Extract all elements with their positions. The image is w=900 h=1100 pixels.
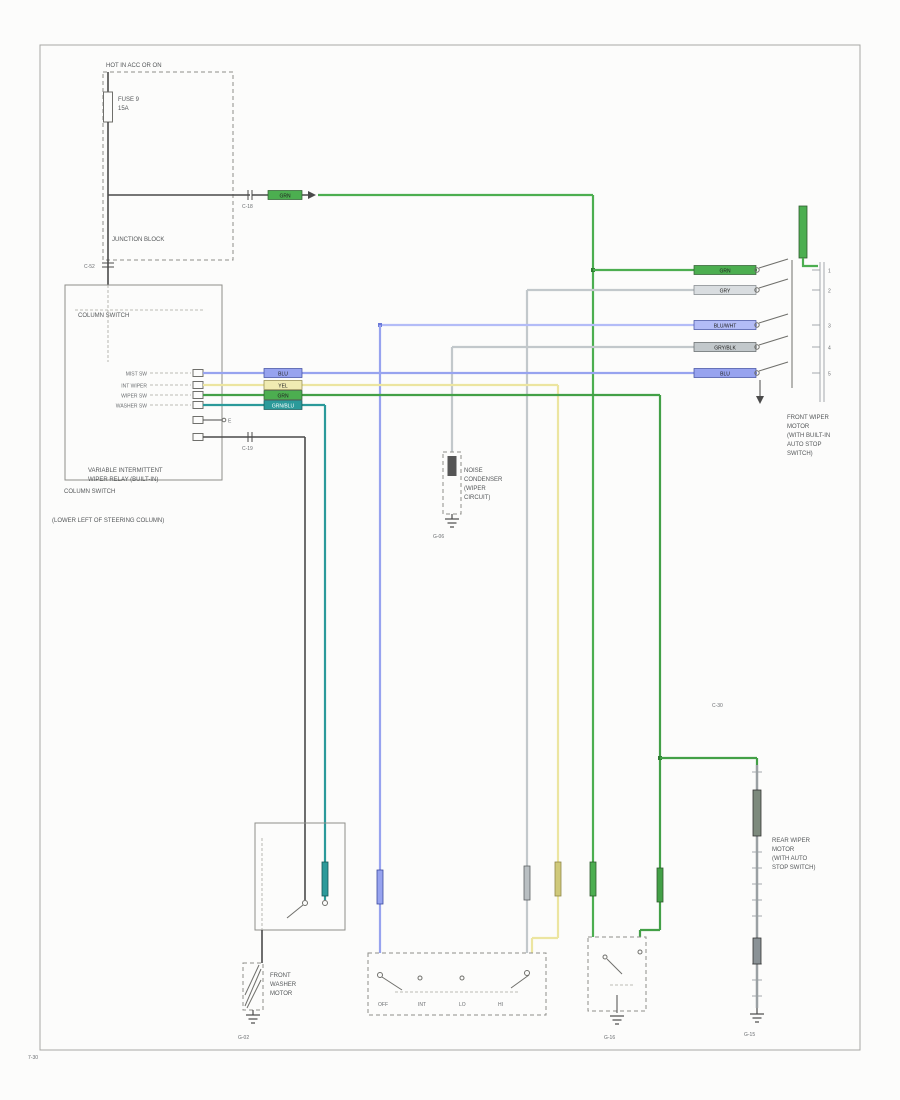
ground-symbol-g15 [750,1008,764,1023]
rear-motor-caption-2: MOTOR [772,847,795,853]
wire-color-label: BLU [278,372,288,378]
fuse-symbol [103,91,113,123]
pin-number: 1 [828,269,831,275]
pin-label-washer: WASHER SW [116,404,147,410]
ground-symbol-g16 [610,1015,624,1025]
pin-label-wiper: WIPER SW [121,394,147,400]
intermittent-relay-box: G-16 [587,936,647,1041]
column-switch-caption-4: (LOWER LEFT OF STEERING COLUMN) [52,518,164,524]
pin-number: 4 [828,346,831,352]
rear-motor-caption-3: (WITH AUTO [772,856,808,862]
wire-color-block-grn-feed [267,190,303,200]
rear-wiper-motor: C-30 REAR WIPER MOTOR (WITH AUTO STOP SW… [712,703,815,1038]
column-switch-title: COLUMN SWITCH [78,313,129,319]
condenser-element [447,456,457,476]
page-number-label: 7-30 [28,1055,38,1061]
motor-caption-1: FRONT WIPER [787,415,830,421]
condenser-caption-4: CIRCUIT) [464,495,490,501]
dark-green-branch [660,756,759,765]
dark-green-pin-wire [203,393,662,937]
junction-connector-label: C-52 [84,264,95,270]
motor-caption-4: AUTO STOP [787,442,821,448]
motor-caption-2: MOTOR [787,424,810,430]
condenser-caption-2: CONDENSER [464,477,503,483]
motor-connector-block [752,937,762,965]
switch-arrow-icon [756,396,764,404]
fuse-rating-label: 15A [118,106,129,112]
ground-label-g16: G-16 [604,1035,615,1041]
washer-motor-caption-1: FRONT [270,973,291,979]
inline-connector-blocks [321,861,664,905]
washer-motor-caption-3: MOTOR [270,991,293,997]
wiper-switch-panel: OFF INT LO HI [367,952,547,1016]
wire-color-label: GRN [279,194,291,200]
switch-pos-hi: HI [498,1002,503,1008]
wire-color-label: YEL [278,384,288,390]
harness-wires: C-19 [203,195,759,953]
switch-pos-int: INT [418,1002,426,1008]
front-wiper-motor: 1 2 3 4 5 FRONT WIPER MOTOR (WITH BUILT-… [754,205,831,457]
black-ground-wire [203,436,306,900]
washer-motor-assembly: FRONT WASHER MOTOR G-02 [238,822,346,1041]
motor-connector-block [752,789,762,837]
fuse-label: FUSE 9 [118,97,140,103]
splice-connector-label: C-18 [242,204,253,210]
switch-pos-lo: LO [459,1002,466,1008]
wire-color-label: BLU [720,372,730,378]
rear-motor-caption-4: STOP SWITCH) [772,865,815,871]
wire-color-label: GRN [719,269,731,275]
rear-motor-caption-1: REAR WIPER [772,838,811,844]
gnd-connector-label: C-19 [242,446,253,452]
pin-number: 3 [828,324,831,330]
junction-block-label: JUNCTION BLOCK [112,237,164,243]
yellow-pin-wire [203,383,560,953]
column-switch-caption-1: VARIABLE INTERMITTENT [88,468,163,474]
green-bar-link [801,258,818,268]
wire-color-label: GRY/BLK [714,346,736,352]
diagram-frame [39,44,861,1051]
switch-pos-off: OFF [378,1002,388,1008]
pin-label-int: INT WIPER [121,384,147,390]
washer-motor-caption-2: WASHER [270,982,297,988]
ground-symbol-g02 [246,1010,260,1024]
condenser-wire [450,345,757,452]
pin-number: 5 [828,372,831,378]
pin-e-label: E [228,419,232,425]
pin-number: 2 [828,289,831,295]
motor-caption-3: (WITH BUILT-IN [787,433,830,439]
wire-color-label: GRY [720,289,731,295]
junction-block: HOT IN ACC OR ON FUSE 9 15A JUNCTION BLO… [84,63,234,285]
wire-color-blocks-right: GRN GRY BLU/WHT GRY/BLK BLU [693,265,757,378]
column-switch-caption-3: COLUMN SWITCH [64,489,115,495]
condenser-caption-1: NOISE [464,468,483,474]
motor-connector-label: C-30 [712,703,723,709]
ground-label-g06: G-06 [433,534,444,540]
splice-arrow-icon [308,191,316,199]
wire-color-label: BLU/WHT [714,324,737,330]
wire-color-blocks-left: BLU YEL GRN GRN/BLU [263,368,303,410]
green-wire-segment [798,205,808,259]
motor-caption-5: SWITCH) [787,451,813,457]
wire-color-label: GRN/BLU [272,404,295,410]
wire-color-label: GRN [277,394,289,400]
teal-pin-wire [203,403,327,900]
hot-feed-label: HOT IN ACC OR ON [106,63,162,69]
pin-label-mist: MIST SW [126,372,148,378]
ground-label-g02: G-02 [238,1035,249,1041]
noise-condenser: NOISE CONDENSER (WIPER CIRCUIT) G-06 [433,451,503,540]
main-feed-wire: C-18 GRN [108,190,593,210]
column-switch-caption-2: WIPER RELAY (BUILT-IN) [88,477,158,483]
gray-wire-run [525,288,757,953]
ground-symbol-g06 [445,514,459,528]
condenser-caption-3: (WIPER [464,486,486,492]
ground-label-g15: G-15 [744,1032,755,1038]
